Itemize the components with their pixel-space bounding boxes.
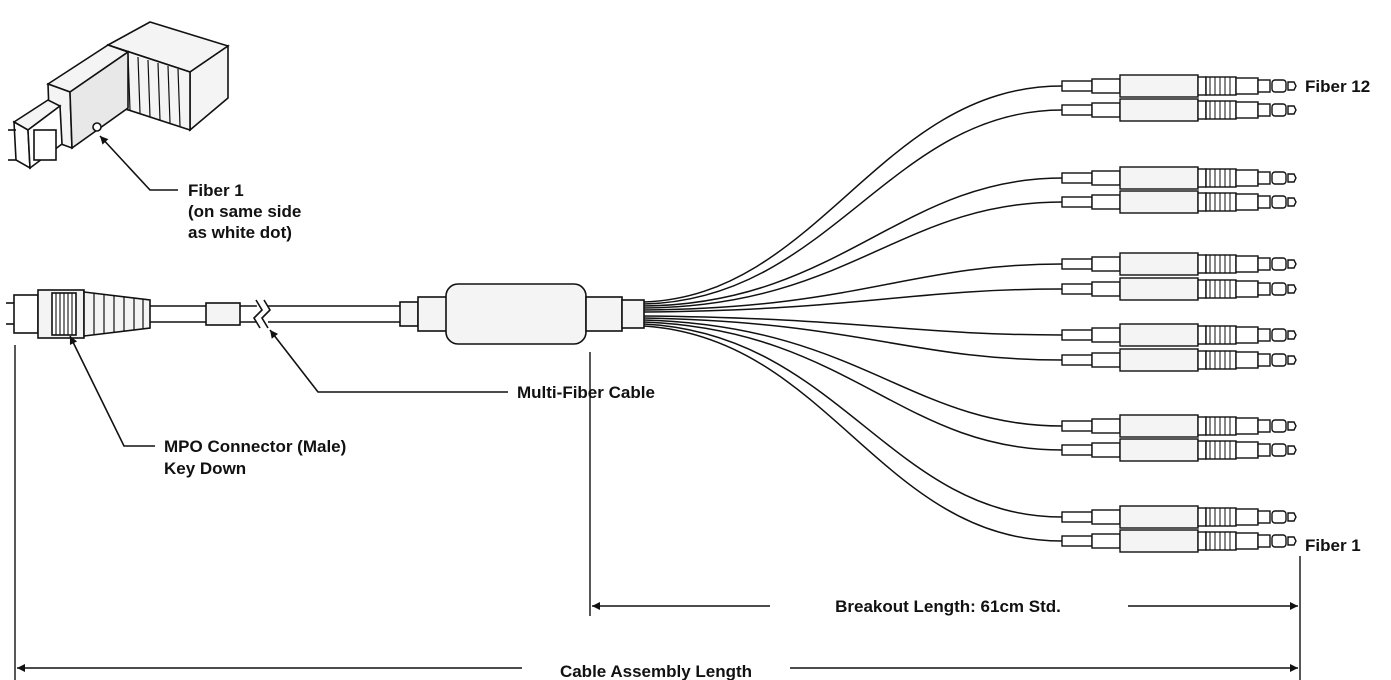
multi-fiber-cable-label: Multi-Fiber Cable bbox=[517, 383, 655, 402]
fiber-1-note-line-2: as white dot) bbox=[188, 223, 292, 242]
lc-connector bbox=[1061, 323, 1297, 347]
fiber-1-end-label: Fiber 1 bbox=[1305, 536, 1361, 555]
lc-connector bbox=[1061, 190, 1297, 214]
lc-connector bbox=[1061, 414, 1297, 438]
lc-connector bbox=[1061, 529, 1297, 553]
fiber-1-top-label: Fiber 1 bbox=[188, 181, 244, 200]
lc-connector bbox=[1061, 74, 1297, 98]
multi-fiber-cable bbox=[150, 283, 645, 345]
lc-connector bbox=[1061, 166, 1297, 190]
mpo-key-down-label: Key Down bbox=[164, 459, 246, 478]
lc-connector bbox=[1061, 438, 1297, 462]
lc-connectors bbox=[1061, 74, 1297, 553]
lc-connector bbox=[1061, 505, 1297, 529]
lc-connector bbox=[1061, 348, 1297, 372]
lc-connector bbox=[1061, 98, 1297, 122]
mpo-connector-label: MPO Connector (Male) bbox=[164, 437, 346, 456]
lc-connector bbox=[1061, 277, 1297, 301]
breakout-length-label: Breakout Length: 61cm Std. bbox=[835, 597, 1061, 616]
lc-connector bbox=[1061, 252, 1297, 276]
mpo-connector-side-view bbox=[6, 289, 151, 339]
dimension-lines bbox=[14, 345, 1301, 680]
fiber-12-label: Fiber 12 bbox=[1305, 77, 1370, 96]
mpo-connector-iso-view bbox=[8, 21, 230, 170]
fanout-fibers bbox=[643, 85, 1063, 542]
fiber-1-note-line-1: (on same side bbox=[188, 202, 301, 221]
cable-assembly-length-label: Cable Assembly Length bbox=[560, 662, 752, 680]
